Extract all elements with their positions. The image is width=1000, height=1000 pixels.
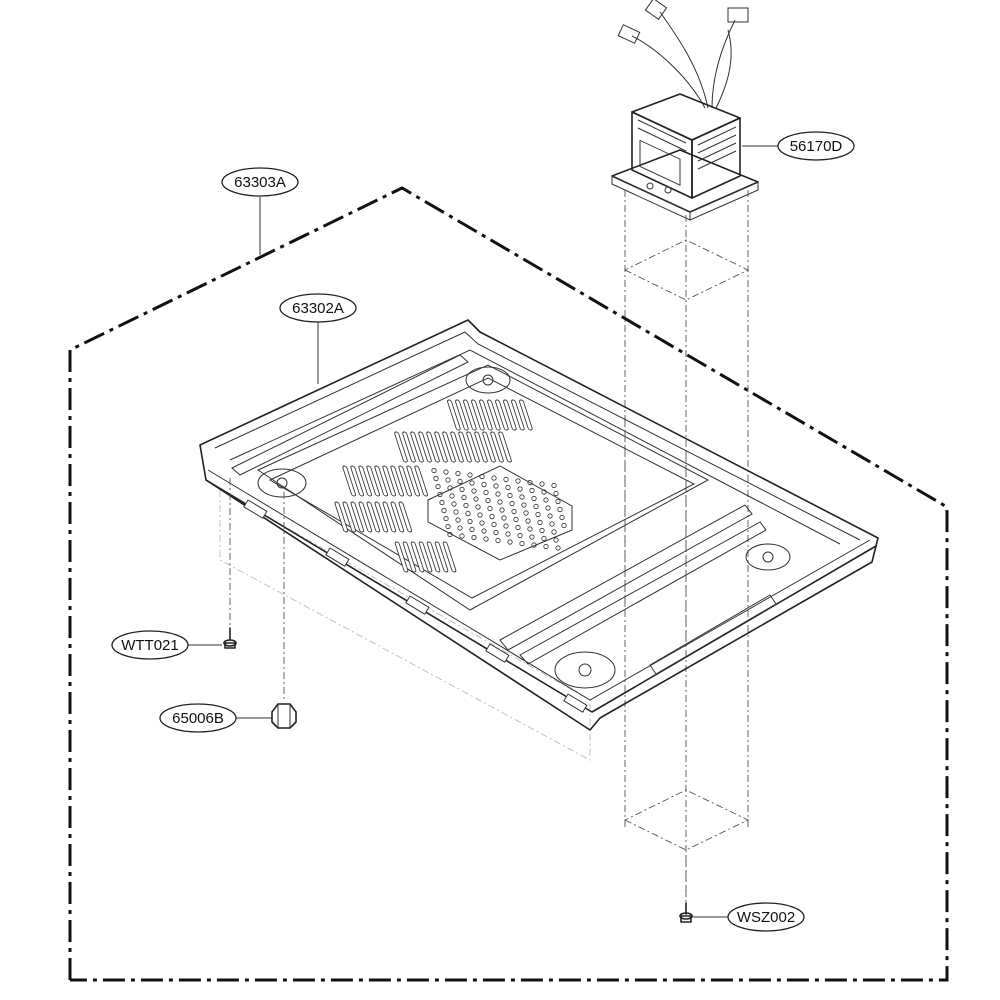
callout-wsz002: WSZ002 xyxy=(727,902,805,932)
screw-wsz002 xyxy=(679,855,693,923)
screw-wtt021 xyxy=(223,627,237,649)
plate-foot xyxy=(745,543,791,571)
foot-65006b xyxy=(271,703,297,729)
callout-63303a: 63303A xyxy=(221,167,299,197)
plate-foot xyxy=(554,651,616,689)
front-tabs xyxy=(243,499,588,713)
leader-lines xyxy=(186,145,778,918)
callout-56170d: 56170D xyxy=(777,131,855,161)
plate-foot xyxy=(257,468,307,498)
callout-63302a: 63302A xyxy=(279,293,357,323)
callout-wtt021: WTT021 xyxy=(111,630,189,660)
callout-65006b: 65006B xyxy=(159,703,237,733)
louver-slots xyxy=(334,399,533,573)
base-plate xyxy=(199,319,879,761)
callout-label: 63303A xyxy=(234,174,286,191)
callout-label: WSZ002 xyxy=(737,909,795,926)
vent-grille xyxy=(427,465,573,561)
transformer-projection xyxy=(623,190,750,905)
plate-foot xyxy=(465,366,511,394)
callout-label: 56170D xyxy=(790,138,843,155)
transformer xyxy=(611,0,759,221)
callout-label: WTT021 xyxy=(121,637,179,654)
callout-label: 65006B xyxy=(172,710,224,727)
callout-label: 63302A xyxy=(292,300,344,317)
assembly-boundary xyxy=(68,186,949,982)
fastener-projections xyxy=(229,420,687,700)
